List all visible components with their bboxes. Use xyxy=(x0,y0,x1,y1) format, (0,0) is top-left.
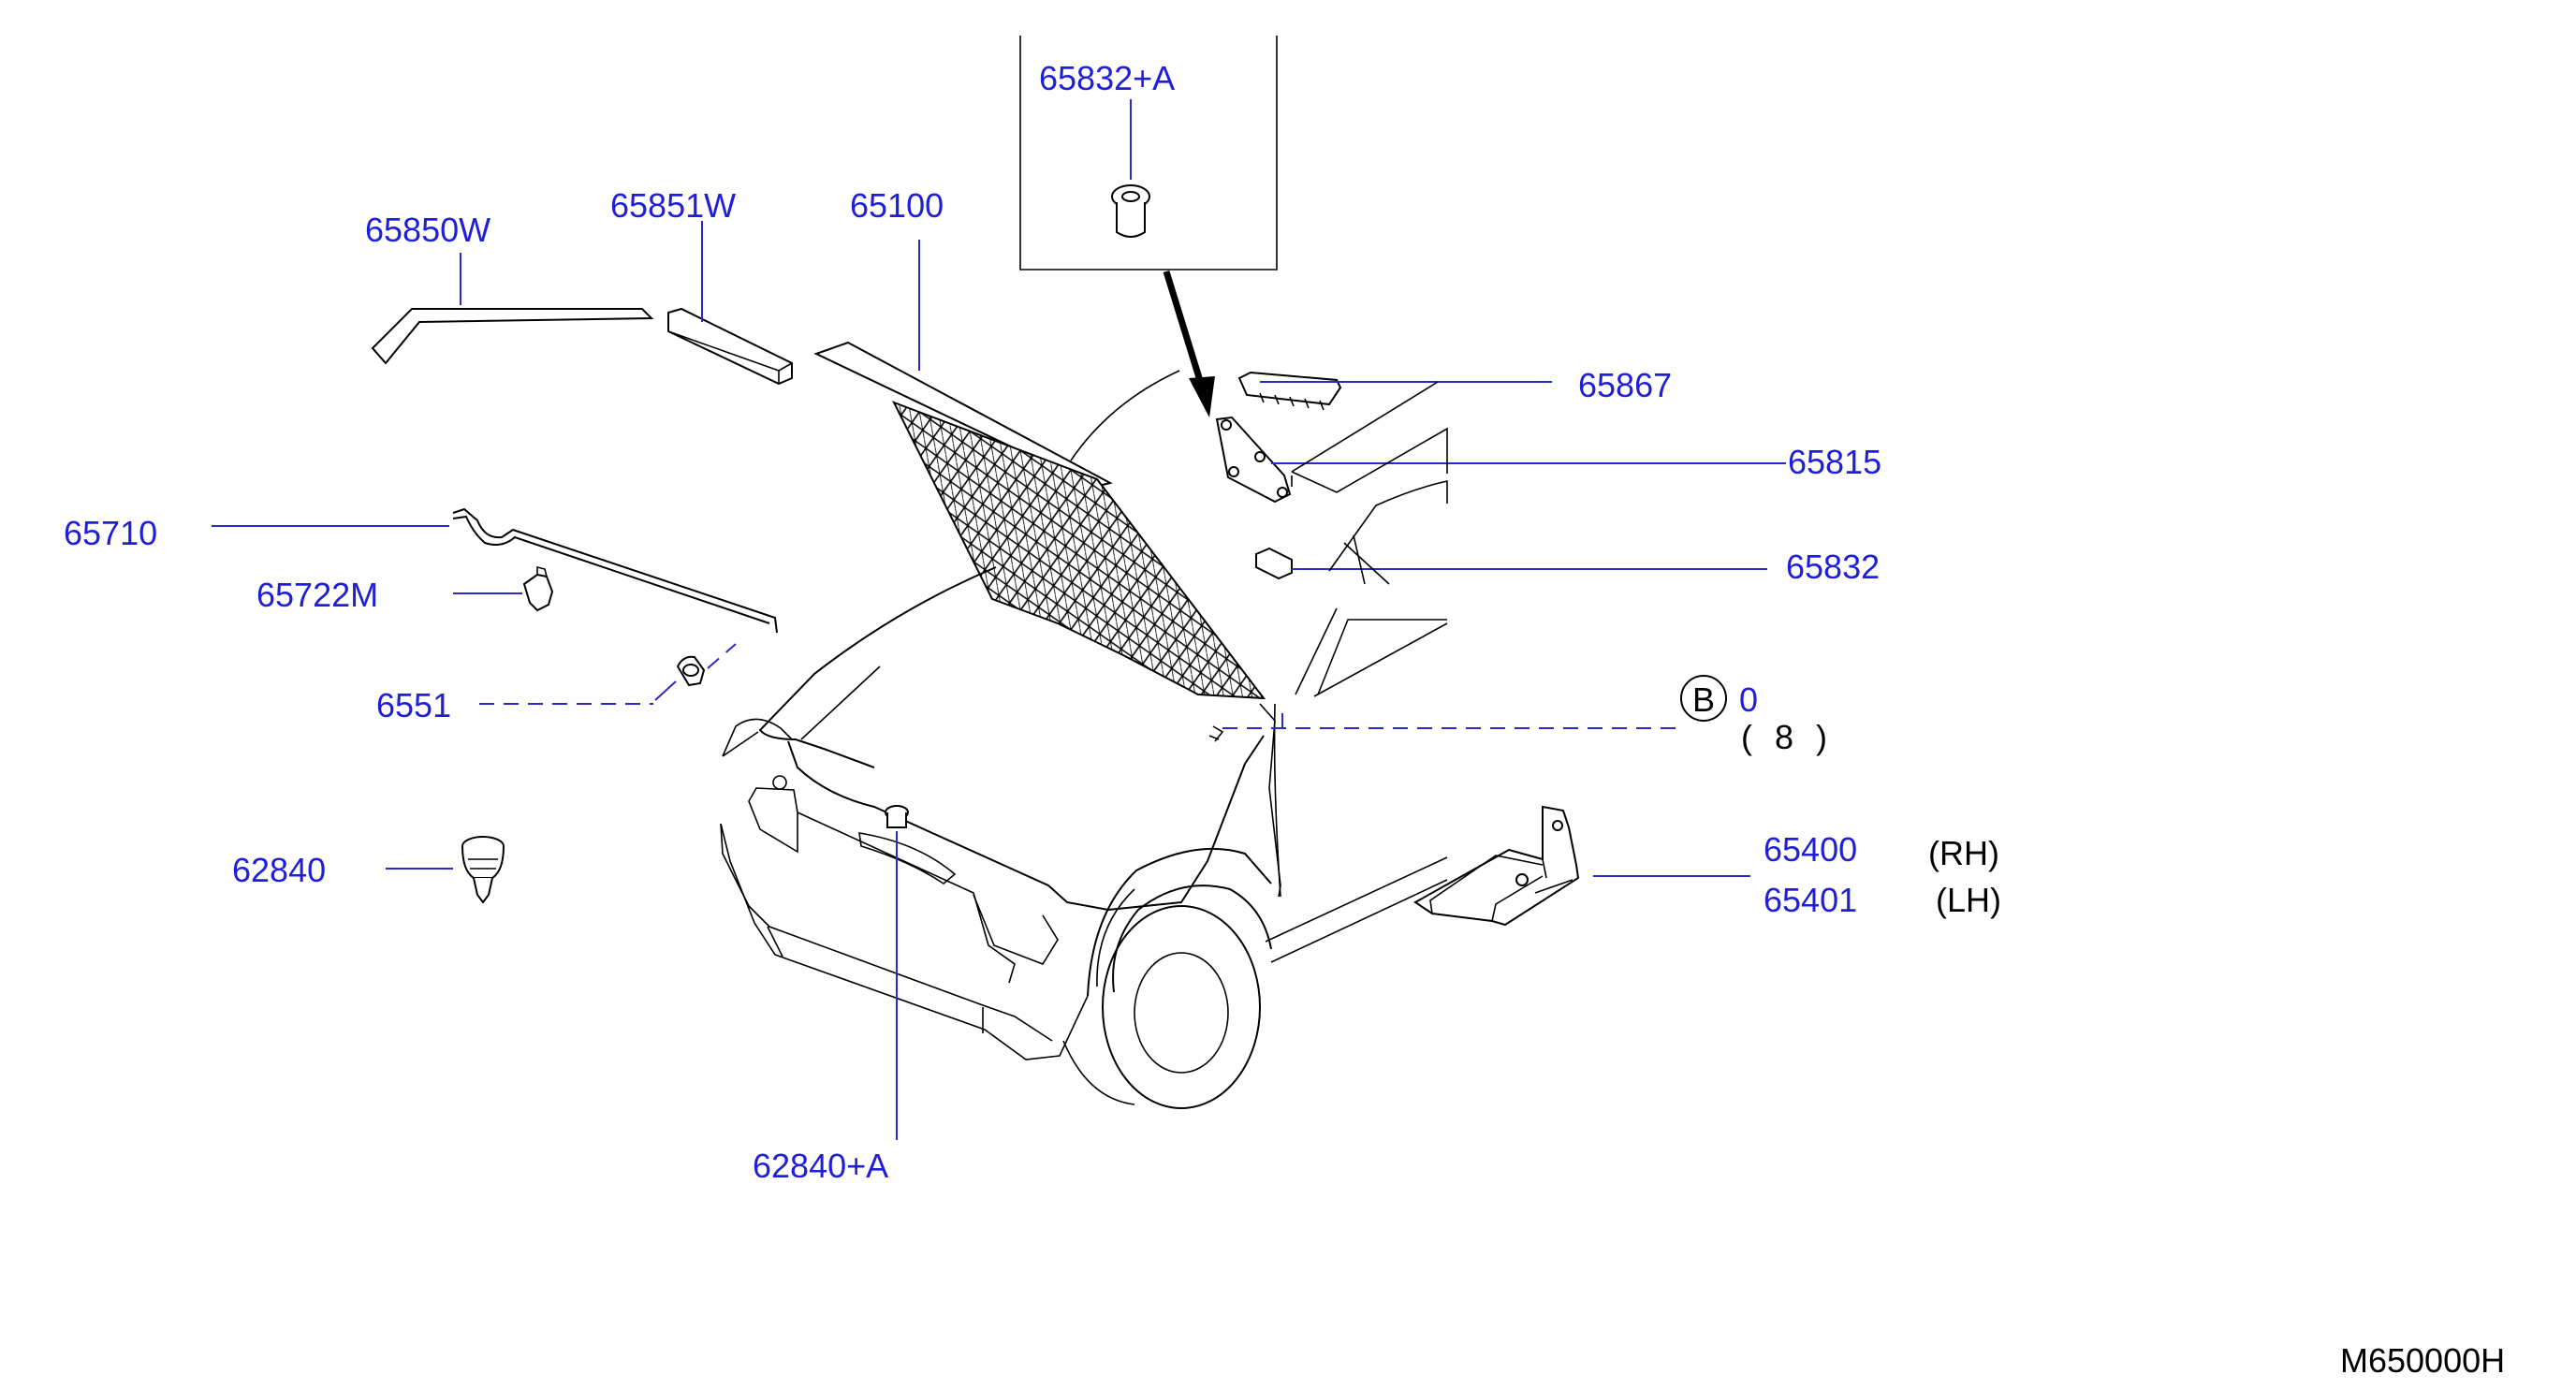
callout-65832: 65832 xyxy=(1786,548,1880,586)
bumper-65832 xyxy=(1255,547,1293,580)
bracket-65815 xyxy=(1215,416,1292,504)
hood-65100 xyxy=(813,341,1266,700)
callout-6551x: 6551 xyxy=(376,686,451,724)
grommet-6551x xyxy=(676,643,737,687)
side-rh: (RH) xyxy=(1928,834,1999,872)
inset-arrow-head xyxy=(1189,376,1215,417)
bolt-qty-open: ( xyxy=(1741,718,1752,756)
callout-65867: 65867 xyxy=(1578,366,1672,404)
callout-65851w: 65851W xyxy=(610,186,736,225)
inset-box xyxy=(1019,36,1278,270)
car-body xyxy=(720,370,1448,1109)
seal-65851w xyxy=(667,307,793,386)
clip-65722m xyxy=(522,565,554,612)
moulding-65850w xyxy=(371,308,654,365)
callout-65815: 65815 xyxy=(1788,443,1881,481)
grommet-part xyxy=(1111,184,1150,238)
callout-65100: 65100 xyxy=(850,186,944,225)
diagram-code: M650000H xyxy=(2340,1341,2505,1380)
callout-65400: 65400 xyxy=(1764,830,1857,869)
bolt-symbol-circle xyxy=(1680,675,1727,722)
inset-arrow-shaft xyxy=(1163,270,1205,386)
pushpin-62840a xyxy=(885,805,909,828)
callout-65722m: 65722M xyxy=(256,576,378,614)
bolt-callout xyxy=(1208,675,1727,742)
bolt-qty-close: ) xyxy=(1816,718,1827,756)
pushpin-62840 xyxy=(461,836,505,904)
callout-65710: 65710 xyxy=(64,514,157,552)
hood-stay-65710 xyxy=(452,507,778,634)
callout-62840a: 62840+A xyxy=(753,1147,888,1185)
bolt-qty-num: 8 xyxy=(1775,718,1793,756)
callout-62840: 62840 xyxy=(232,851,326,889)
side-lh: (LH) xyxy=(1936,881,2001,919)
bracket-65400-65401 xyxy=(1413,805,1580,927)
callout-65401: 65401 xyxy=(1764,881,1857,919)
bolt-symbol: B xyxy=(1692,680,1715,719)
seal-65867 xyxy=(1237,371,1342,411)
bolt-number: 0 xyxy=(1739,680,1758,719)
callout-65832a: 65832+A xyxy=(1039,59,1175,97)
callout-65850w: 65850W xyxy=(365,211,490,249)
